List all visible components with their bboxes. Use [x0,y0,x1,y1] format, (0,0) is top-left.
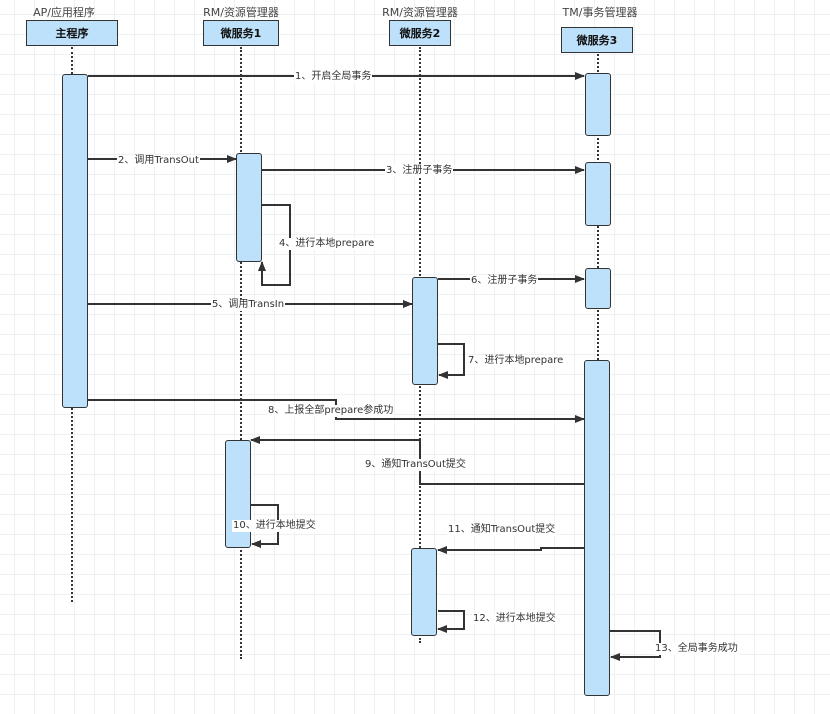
message-label-7: 7、进行本地prepare [467,355,565,367]
participant-microservice-1: 微服务1 [203,20,279,46]
message-label-4: 4、进行本地prepare [278,238,376,250]
message-label-2: 2、调用TransOut [117,155,200,167]
arrow-12 [437,610,465,633]
arrow-11 [437,546,584,554]
message-label-9: 9、通知TransOut提交 [364,459,467,471]
participant-microservice-3: 微服务3 [561,27,633,53]
message-label-8: 8、上报全部prepare参成功 [267,405,395,417]
message-label-11: 11、通知TransOut提交 [447,524,557,536]
participant-main-program: 主程序 [26,20,118,46]
role-label-tm: TM/事务管理器 [562,6,638,19]
activation-microservice-2-prepare [412,277,438,385]
message-label-5: 5、调用TransIn [211,299,286,311]
arrow-7 [438,343,465,379]
message-label-6: 6、注册子事务 [470,275,539,287]
message-label-13: 13、全局事务成功 [654,643,739,655]
role-label-rm1: RM/资源管理器 [203,6,279,19]
activation-microservice-3-register-2 [585,268,611,309]
activation-microservice-3-register-1 [585,162,611,226]
message-label-10: 10、进行本地提交 [232,520,317,532]
message-label-3: 3、注册子事务 [385,165,454,177]
role-label-rm2: RM/资源管理器 [382,6,458,19]
arrow-13 [610,630,661,661]
role-label-ap: AP/应用程序 [33,6,95,19]
message-label-1: 1、开启全局事务 [294,71,373,83]
participant-microservice-2: 微服务2 [389,20,451,46]
activation-microservice-3-main [584,360,610,696]
message-label-12: 12、进行本地提交 [472,613,557,625]
activation-microservice-3-begin [585,73,611,136]
activation-microservice-1-prepare [236,153,262,262]
activation-microservice-2-commit [411,548,437,636]
arrow-4 [258,204,291,286]
activation-main-program [62,74,88,408]
lifeline-microservice-1 [240,47,242,659]
